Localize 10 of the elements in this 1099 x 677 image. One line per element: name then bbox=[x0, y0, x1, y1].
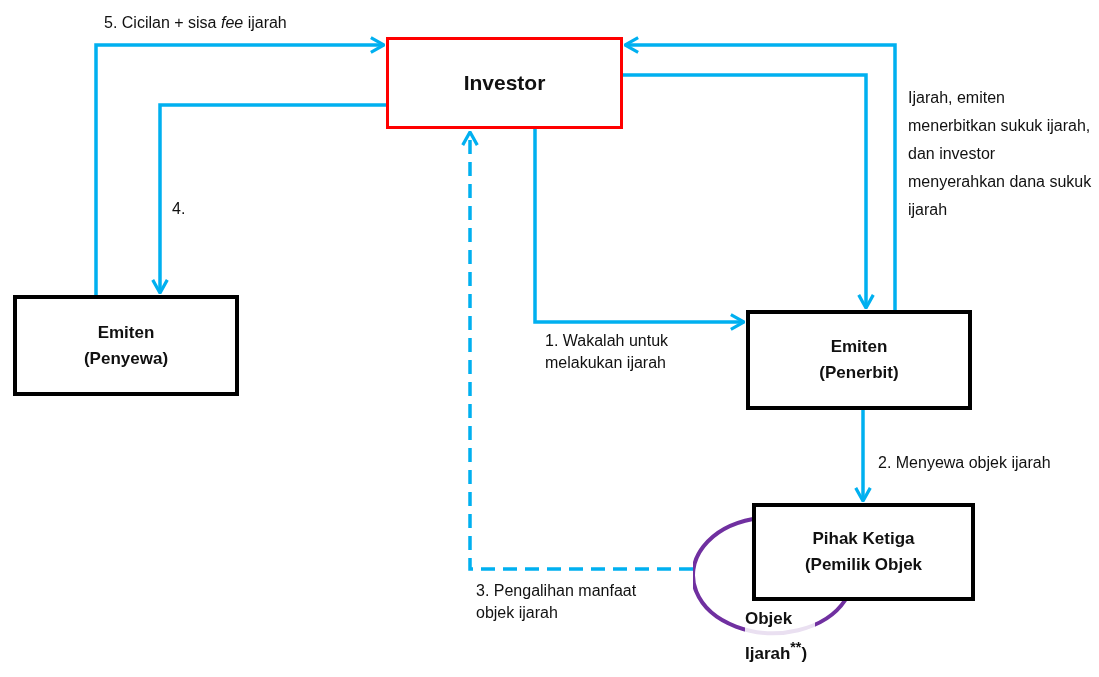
process-box: Emiten (Penerbit) bbox=[746, 310, 972, 410]
process-box: Emiten (Penyewa) bbox=[13, 295, 239, 396]
investor-box: Investor bbox=[386, 37, 623, 129]
edge-label: 5. Cicilan + sisa fee ijarah bbox=[104, 13, 288, 33]
process-box: Pihak Ketiga (Pemilik Objek bbox=[752, 503, 975, 601]
note-text: Ijarah, emiten menerbitkan sukuk ijarah, dan investor menyerahkan dana sukuk ijarah bbox=[908, 88, 1093, 220]
edge-label: 4. bbox=[172, 199, 187, 219]
edge-label: 3. Pengalihan manfaat objek ijarah bbox=[476, 581, 638, 623]
edge-label: 1. Wakalah untuk melakukan ijarah bbox=[545, 331, 670, 373]
edge-label: 2. Menyewa objek ijarah bbox=[878, 453, 1052, 473]
